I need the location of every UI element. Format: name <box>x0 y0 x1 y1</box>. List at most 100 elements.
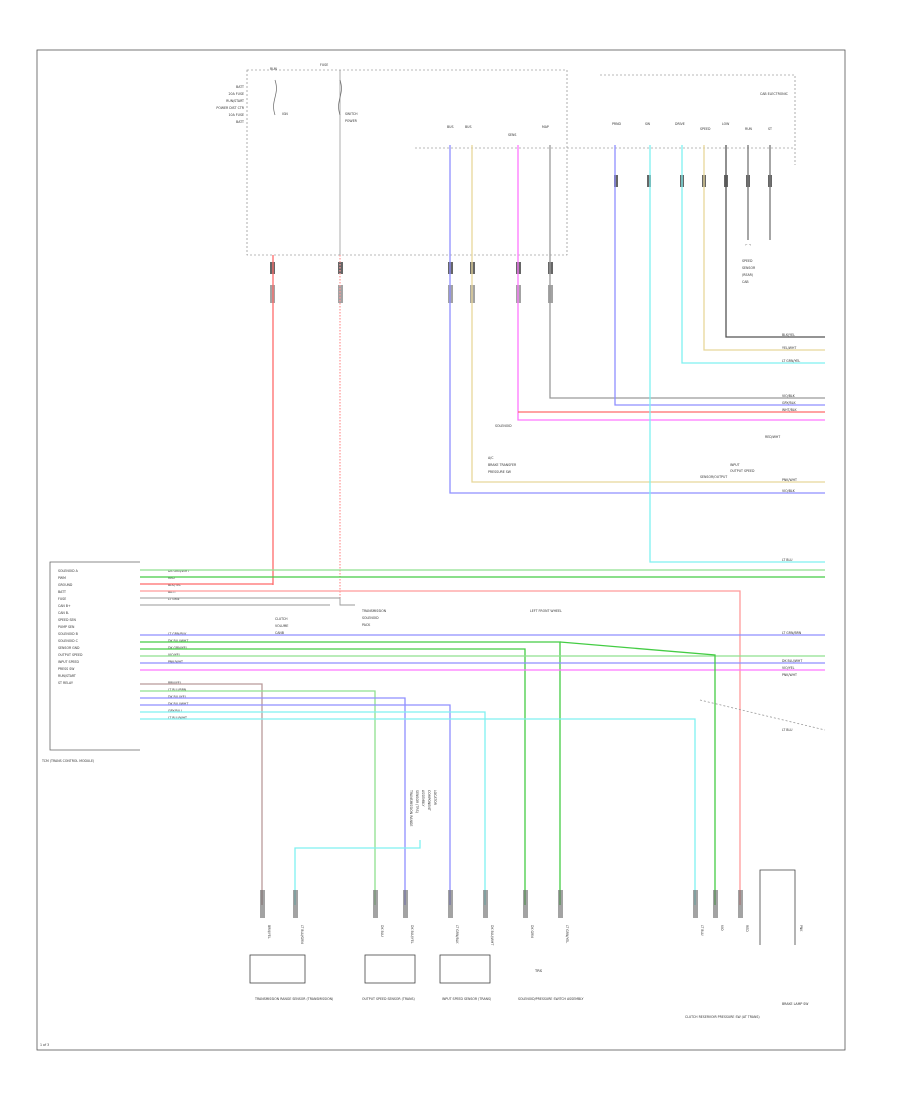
wire-tcm-press <box>140 704 451 905</box>
svg-text:BATT: BATT <box>58 590 66 594</box>
right-stub-6: RED/WHT <box>765 435 780 439</box>
far-right-4: LT BLU <box>782 728 793 732</box>
fuse-label-2: RUN/START <box>226 99 244 103</box>
wire-blue-bus <box>449 145 825 494</box>
svg-text:COMPONENT: COMPONENT <box>427 790 431 811</box>
mid-right-0: TRANSMISSION <box>361 609 387 613</box>
sensor-box-input <box>439 954 491 984</box>
fuse-symbol-20a <box>273 79 277 116</box>
svg-text:GROUND: GROUND <box>58 583 73 587</box>
right-stub-8: VIO/BLK <box>782 489 796 493</box>
svg-text:PWM: PWM <box>58 576 66 580</box>
wire-tcm-canb-minus <box>140 641 561 905</box>
fuse-label-1: 20A FUSE <box>229 92 244 96</box>
wire-tan-bus <box>471 145 825 483</box>
right-sensor-label-0: SPEED <box>742 259 753 263</box>
svg-text:RED: RED <box>745 925 749 932</box>
svg-text:CAN B+: CAN B+ <box>58 604 71 608</box>
mid-text-2: BRAKE TRANSFER <box>488 463 517 467</box>
bottom-wire-labels: BRN/YEL LT BLU/GRN DK BLU DK BLU/YEL LT … <box>267 925 803 945</box>
wire-cyan-drive <box>681 145 825 364</box>
right-stub-4: GRY/BLK <box>782 401 796 405</box>
svg-text:ST RELAY: ST RELAY <box>58 681 73 685</box>
wire-tcm-output <box>140 690 376 905</box>
diagram-border <box>36 49 846 1051</box>
fuse-label-0: BATT <box>236 85 244 89</box>
fuse-label-6: RUN <box>270 67 278 71</box>
bottom-connectors <box>260 890 743 918</box>
svg-text:FUSE: FUSE <box>58 597 66 601</box>
far-right-3: PNK/WHT <box>782 673 797 677</box>
svg-text:ASSEMBLY: ASSEMBLY <box>421 790 425 807</box>
right-sensor-label-2: (REAR) <box>742 273 753 277</box>
fuse-symbol-10a <box>338 79 342 116</box>
svg-text:DK GRN/WHT: DK GRN/WHT <box>168 569 189 573</box>
svg-text:DK BLU: DK BLU <box>380 925 384 937</box>
svg-text:INPUT SPEED: INPUT SPEED <box>58 660 80 664</box>
mid-text-4: INPUT <box>730 463 740 467</box>
svg-text:VIO: VIO <box>720 925 724 931</box>
svg-text:LT BLU/WHT: LT BLU/WHT <box>168 716 187 720</box>
top-col-2: SENS <box>508 133 516 137</box>
svg-text:DK BLU/YEL: DK BLU/YEL <box>410 925 414 944</box>
top-col-8: LOW <box>722 122 730 126</box>
fuse-label-8: IGN <box>282 112 288 116</box>
top-right-header: CAB ELECTRONIC <box>760 92 789 96</box>
mid-text-6: SENSOR/OUTPUT <box>700 475 727 479</box>
fuse-label-7: FUSE <box>320 63 328 67</box>
mid-block-1: VOLUME <box>275 624 288 628</box>
mid-text-7: LEFT FRONT WHEEL <box>530 609 562 613</box>
header-bracket <box>600 74 796 165</box>
svg-text:RED: RED <box>168 576 175 580</box>
svg-text:SOLENOID C: SOLENOID C <box>58 639 79 643</box>
svg-text:LT GRN/BLK: LT GRN/BLK <box>168 632 187 636</box>
svg-text:LT GRN/BLK: LT GRN/BLK <box>455 925 459 944</box>
fuse-label-5: BATT <box>236 120 244 124</box>
svg-text:DK BLU/YEL: DK BLU/YEL <box>168 695 187 699</box>
wire-mid-green-drop <box>559 641 716 905</box>
mid-right-1: SOLENOID <box>362 616 379 620</box>
mid-text-0: SOLENOID <box>495 424 512 428</box>
fuse-label-10: POWER <box>345 119 358 123</box>
bottom-label-3: SOLENOID/PRESSURE SWITCH ASSEMBLY <box>518 997 583 1001</box>
top-col-0: BUS <box>447 125 454 129</box>
svg-text:PNK: PNK <box>799 925 803 932</box>
tcm-bracket <box>49 561 140 751</box>
wire-gray-map <box>549 145 825 399</box>
right-stub-5: WHT/BLK <box>782 408 798 412</box>
svg-text:BATT: BATT <box>168 590 176 594</box>
wire-cyan-cross <box>294 840 421 905</box>
svg-text:OUTPUT SPEED: OUTPUT SPEED <box>58 653 83 657</box>
right-stub-3: VIO/BLK <box>782 394 796 398</box>
far-right-2: VIO/YEL <box>782 666 795 670</box>
tcm-label: TCM (TRANS CONTROL MODULE) <box>41 759 94 763</box>
fuse-label-9: SWITCH <box>345 112 358 116</box>
svg-text:DK BLU/WHT: DK BLU/WHT <box>168 702 188 706</box>
tcm-pin-labels: SOLENOID A PWM GROUND BATT FUSE CAN B+ C… <box>58 569 83 685</box>
mid-block-2: CANB <box>275 631 284 635</box>
svg-text:TRANSMISSION RANGE: TRANSMISSION RANGE <box>409 789 413 826</box>
tcm-color-labels: DK GRN/WHT RED BLK/YEL BATT LT GRN LT GR… <box>168 569 189 720</box>
svg-text:SPEED SEN: SPEED SEN <box>58 618 76 622</box>
top-col-7: SPEED <box>700 127 711 131</box>
wire-tan-speed <box>703 145 825 351</box>
svg-text:GRY/BLU: GRY/BLU <box>168 709 182 713</box>
bottom-label-1: OUTPUT SPEED SENSOR (TRANS) <box>362 997 415 1001</box>
wire-tcm-pink <box>140 590 741 905</box>
wire-tcm-batt <box>140 597 355 606</box>
right-stub-2: LT GRN/YEL <box>782 359 800 363</box>
svg-text:LT GRN: LT GRN <box>168 597 180 601</box>
svg-text:LT GRN/YEL: LT GRN/YEL <box>565 925 569 943</box>
bottom-label-0: TRANSMISSION RANGE SENSOR (TRANSMISSION) <box>254 997 333 1001</box>
bottom-label-2: INPUT SPEED SENSOR (TRANS) <box>442 997 491 1001</box>
svg-text:PRESS SW: PRESS SW <box>58 667 75 671</box>
svg-text:DK GRN: DK GRN <box>530 925 534 938</box>
wire-pink-prnd <box>517 145 825 421</box>
svg-text:PUMP SEN: PUMP SEN <box>58 625 75 629</box>
svg-text:DK BLU/WHT: DK BLU/WHT <box>168 639 188 643</box>
svg-text:LOCATOR: LOCATOR <box>433 790 437 806</box>
right-stub-0: BLK/YEL <box>782 333 795 337</box>
wire-cyan-sw <box>649 145 825 563</box>
